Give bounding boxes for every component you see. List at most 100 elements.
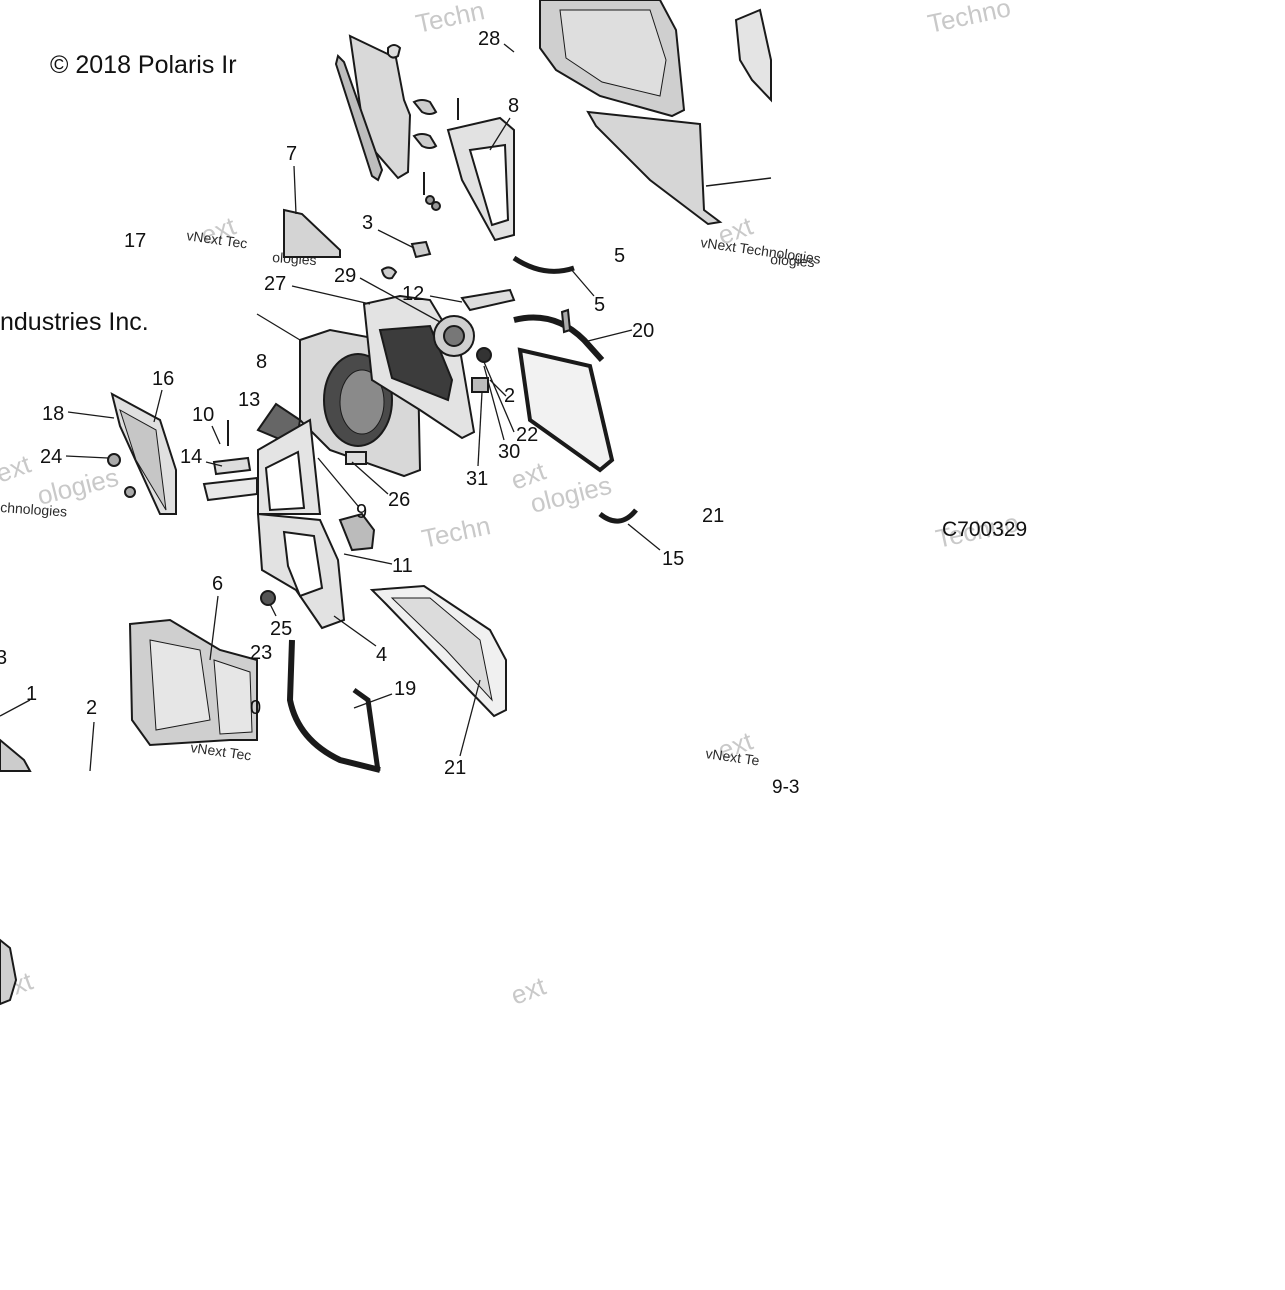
tile-center-right <box>513 308 638 524</box>
door-frame-4-hole <box>282 530 324 598</box>
watermark-logies-small-2: ologies <box>770 251 815 270</box>
door-seal-strip <box>334 54 384 182</box>
leader-28 <box>503 43 515 53</box>
leader-5 <box>569 267 595 297</box>
seal-strip-15 <box>598 508 638 524</box>
callout-25: 25 <box>270 618 292 640</box>
tile-center-left <box>107 392 258 515</box>
callout-2a: 2 <box>504 385 515 407</box>
washer-2 <box>431 201 441 211</box>
bracket-1 <box>412 99 438 115</box>
clip-3 <box>410 240 432 259</box>
block-31 <box>471 377 489 393</box>
door-panel-6-window-2 <box>213 659 253 735</box>
leader-26 <box>351 461 389 495</box>
tile-top-middle <box>283 34 515 259</box>
leader-11 <box>343 553 393 565</box>
page-suffix: 9-3 <box>772 777 799 798</box>
leader-1 <box>0 699 31 717</box>
clip-24 <box>107 453 121 467</box>
trim-panel-21 <box>369 584 507 718</box>
leader-8a <box>489 117 511 151</box>
drawing-code: C700329 <box>942 518 1027 541</box>
tile-lower-fragment <box>0 938 18 1006</box>
speaker-29-center <box>443 325 465 347</box>
callout-10: 10 <box>192 404 214 426</box>
leader-16 <box>153 389 163 423</box>
callout-9: 9 <box>356 501 367 523</box>
callout-7: 7 <box>286 143 297 165</box>
callout-0: 0 <box>250 697 261 719</box>
panel-opening <box>378 324 454 402</box>
leader-right <box>705 177 772 187</box>
watermark-vnext-1: vNext Tec <box>186 227 249 251</box>
bracket-12 <box>460 288 516 312</box>
clip-27 <box>380 266 398 280</box>
door-panel-6-window <box>149 639 211 731</box>
leader-25 <box>269 603 277 617</box>
trim-panel-21-inner <box>390 597 493 702</box>
cap-25 <box>260 590 276 606</box>
callout-5b: 5 <box>594 294 605 316</box>
leader-lines <box>0 43 661 772</box>
panel-lower-7 <box>283 208 341 258</box>
copyright-line-2: ndustries Inc. <box>0 308 149 336</box>
door-bar-20 <box>513 314 605 363</box>
hinge-14 <box>212 456 252 476</box>
tile-top-right <box>539 0 772 226</box>
bracket-2 <box>412 133 438 149</box>
callout-24: 24 <box>40 446 62 468</box>
leader-6 <box>209 595 219 661</box>
leader-3 <box>377 229 415 249</box>
watermark-ext-1: ext <box>0 448 35 488</box>
callout-1: 1 <box>26 683 37 705</box>
clip-24b <box>124 486 136 498</box>
leader-24 <box>65 455 109 459</box>
callout-14: 14 <box>180 446 202 468</box>
callout-31: 31 <box>466 468 488 490</box>
callout-4: 4 <box>376 644 387 666</box>
copyright-line-1: © 2018 Polaris Ir <box>50 51 237 79</box>
door-latch-11 <box>338 512 376 552</box>
callout-23: 23 <box>250 642 272 664</box>
callout-29: 29 <box>334 265 356 287</box>
leader-18 <box>67 411 115 419</box>
door-bar-19 <box>286 639 381 773</box>
door-frame-side <box>734 8 772 103</box>
callout-26: 26 <box>388 489 410 511</box>
callout-8a: 8 <box>508 95 519 117</box>
callout-18: 18 <box>42 403 64 425</box>
door-seal-16-inner <box>119 408 167 511</box>
callout-22: 22 <box>516 424 538 446</box>
callout-11: 11 <box>392 555 413 577</box>
leader-2b <box>89 721 95 772</box>
leader-30 <box>483 365 505 441</box>
door-seal-frame <box>517 347 615 473</box>
door-frame-inner <box>468 143 510 227</box>
door-bar-19b <box>352 687 381 772</box>
frame-lower-9-inner <box>264 450 306 512</box>
callout-20: 20 <box>632 320 654 342</box>
callout-3b: 3 <box>0 647 7 669</box>
speaker-cone <box>339 369 385 435</box>
watermark-techno-2: Techno <box>925 0 1013 39</box>
callout-21a: 21 <box>702 505 724 527</box>
callout-8b: 8 <box>256 351 267 373</box>
latch-26 <box>345 451 367 465</box>
watermark-techno-3: Techn <box>419 510 493 554</box>
leader-12 <box>429 295 463 303</box>
watermark-techno-1: Techn <box>413 0 487 39</box>
callout-19: 19 <box>394 678 416 700</box>
leader-4 <box>333 615 377 647</box>
callout-30: 30 <box>498 441 520 463</box>
callout-labels: 28 8 7 3 17 5 5 27 29 12 20 8 16 18 10 1… <box>0 28 724 779</box>
tweeter-22 <box>476 347 492 363</box>
callout-2b: 2 <box>86 697 97 719</box>
leader-19 <box>353 693 393 709</box>
leader-15 <box>627 523 661 551</box>
tile-center <box>256 255 575 515</box>
leader-10 <box>211 425 221 445</box>
door-outer-panel-detail <box>559 9 667 97</box>
